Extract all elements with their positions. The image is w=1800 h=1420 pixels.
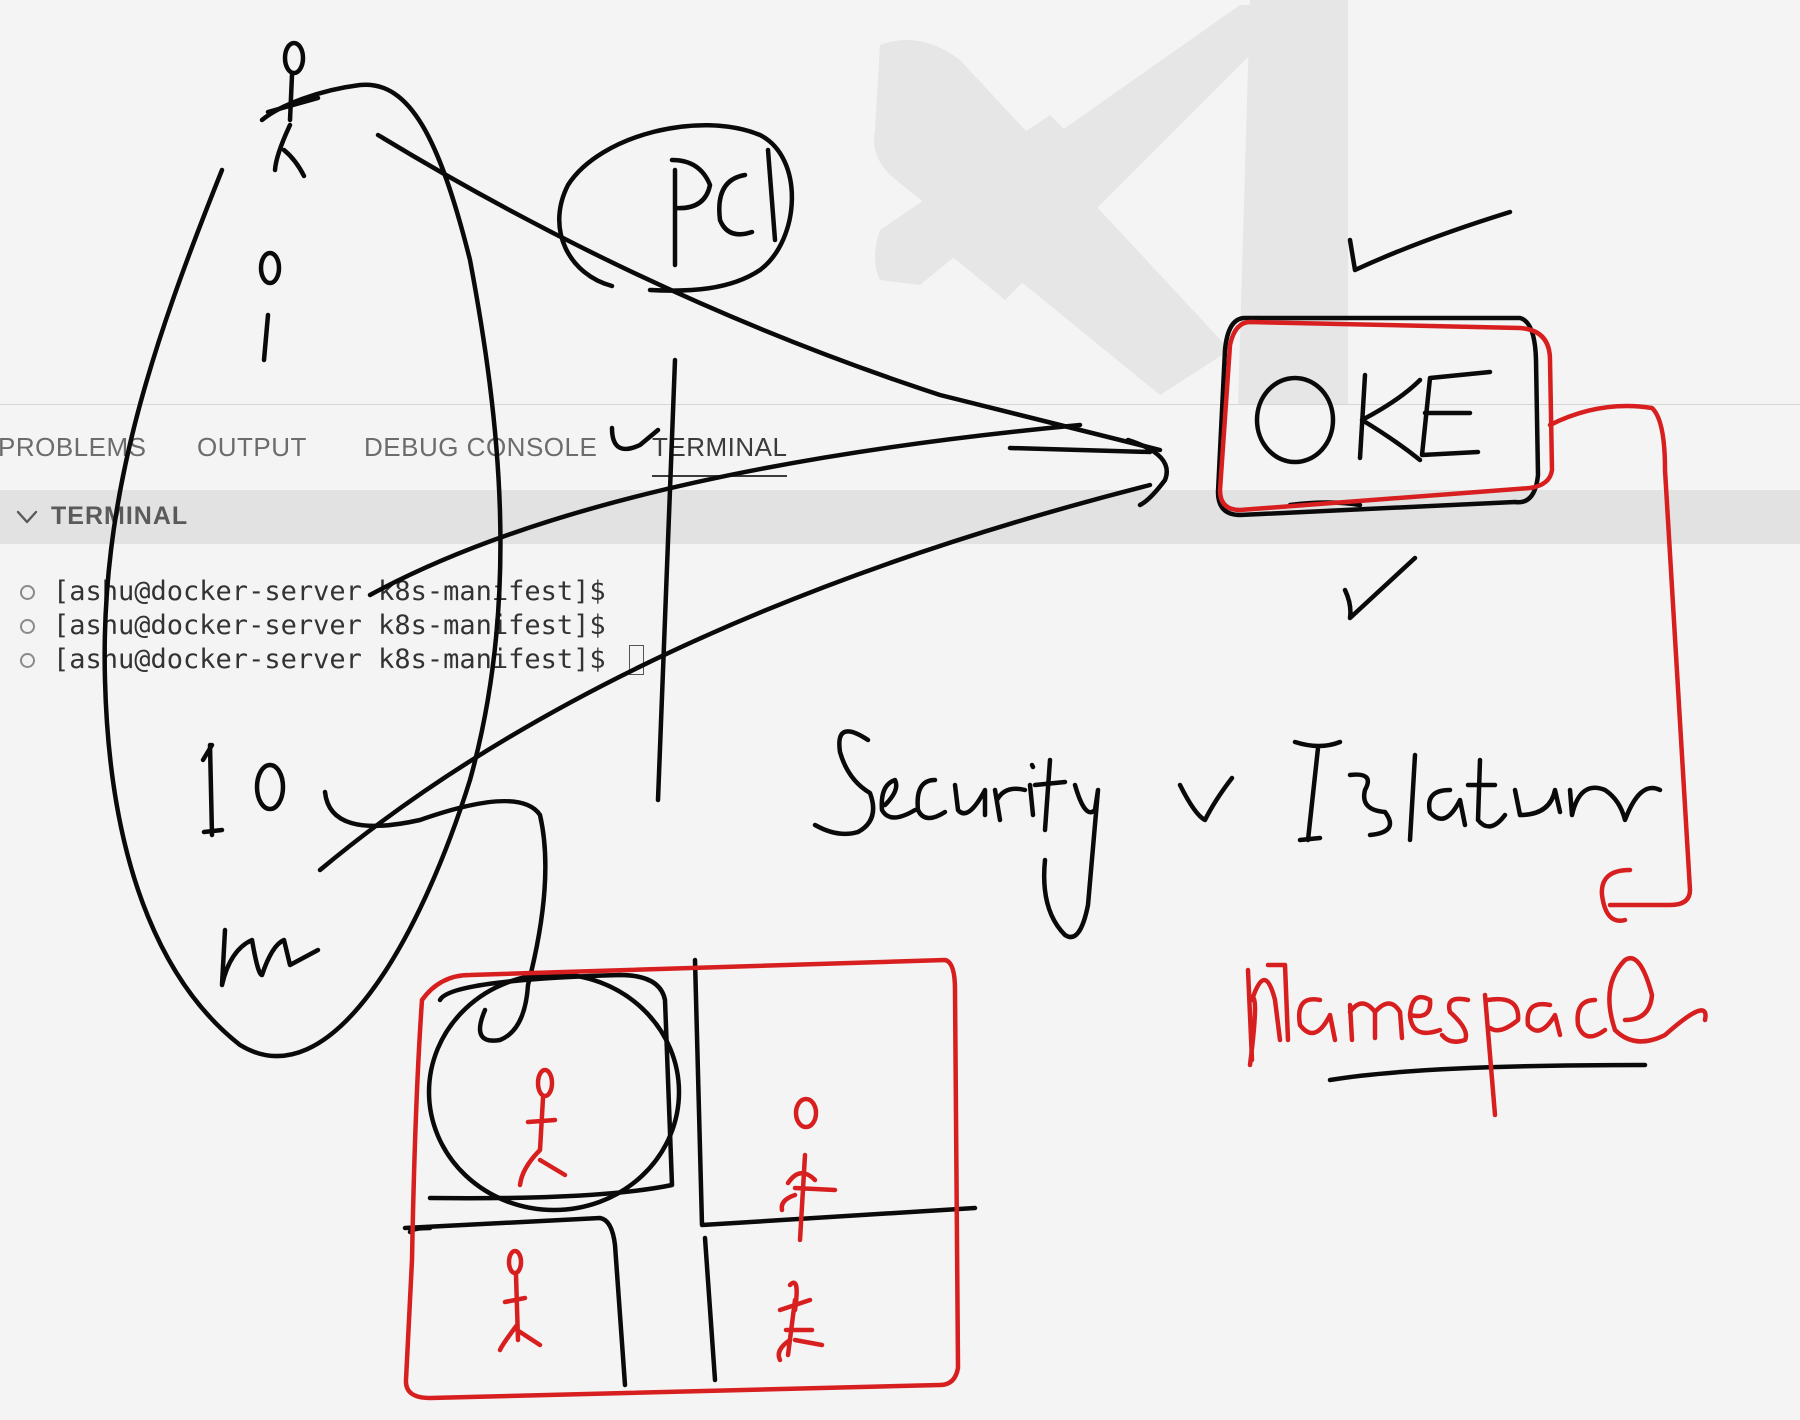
panel-tab-bar: PROBLEMS OUTPUT DEBUG CONSOLE TERMINAL	[0, 406, 1800, 490]
circle-icon	[20, 653, 35, 668]
terminal-prompt: [ashu@docker-server k8s-manifest]$	[53, 576, 606, 607]
tab-output[interactable]: OUTPUT	[197, 432, 307, 462]
panel-divider	[0, 404, 1800, 405]
circle-icon	[20, 619, 35, 634]
section-title: TERMINAL	[51, 502, 189, 530]
tab-problems[interactable]: PROBLEMS	[0, 432, 147, 462]
terminal-cursor	[629, 645, 644, 675]
chevron-down-icon[interactable]	[14, 504, 40, 530]
terminal-line: [ashu@docker-server k8s-manifest]$	[18, 644, 606, 678]
terminal-prompt: [ashu@docker-server k8s-manifest]$	[53, 644, 606, 675]
terminal-section-header[interactable]: TERMINAL	[0, 490, 1800, 544]
terminal-output[interactable]: [ashu@docker-server k8s-manifest]$ [ashu…	[18, 576, 606, 678]
terminal-line: [ashu@docker-server k8s-manifest]$	[18, 576, 606, 610]
circle-icon	[20, 585, 35, 600]
terminal-line: [ashu@docker-server k8s-manifest]$	[18, 610, 606, 644]
terminal-prompt: [ashu@docker-server k8s-manifest]$	[53, 610, 606, 641]
tab-terminal[interactable]: TERMINAL	[652, 432, 788, 477]
tab-debug-console[interactable]: DEBUG CONSOLE	[364, 432, 598, 462]
